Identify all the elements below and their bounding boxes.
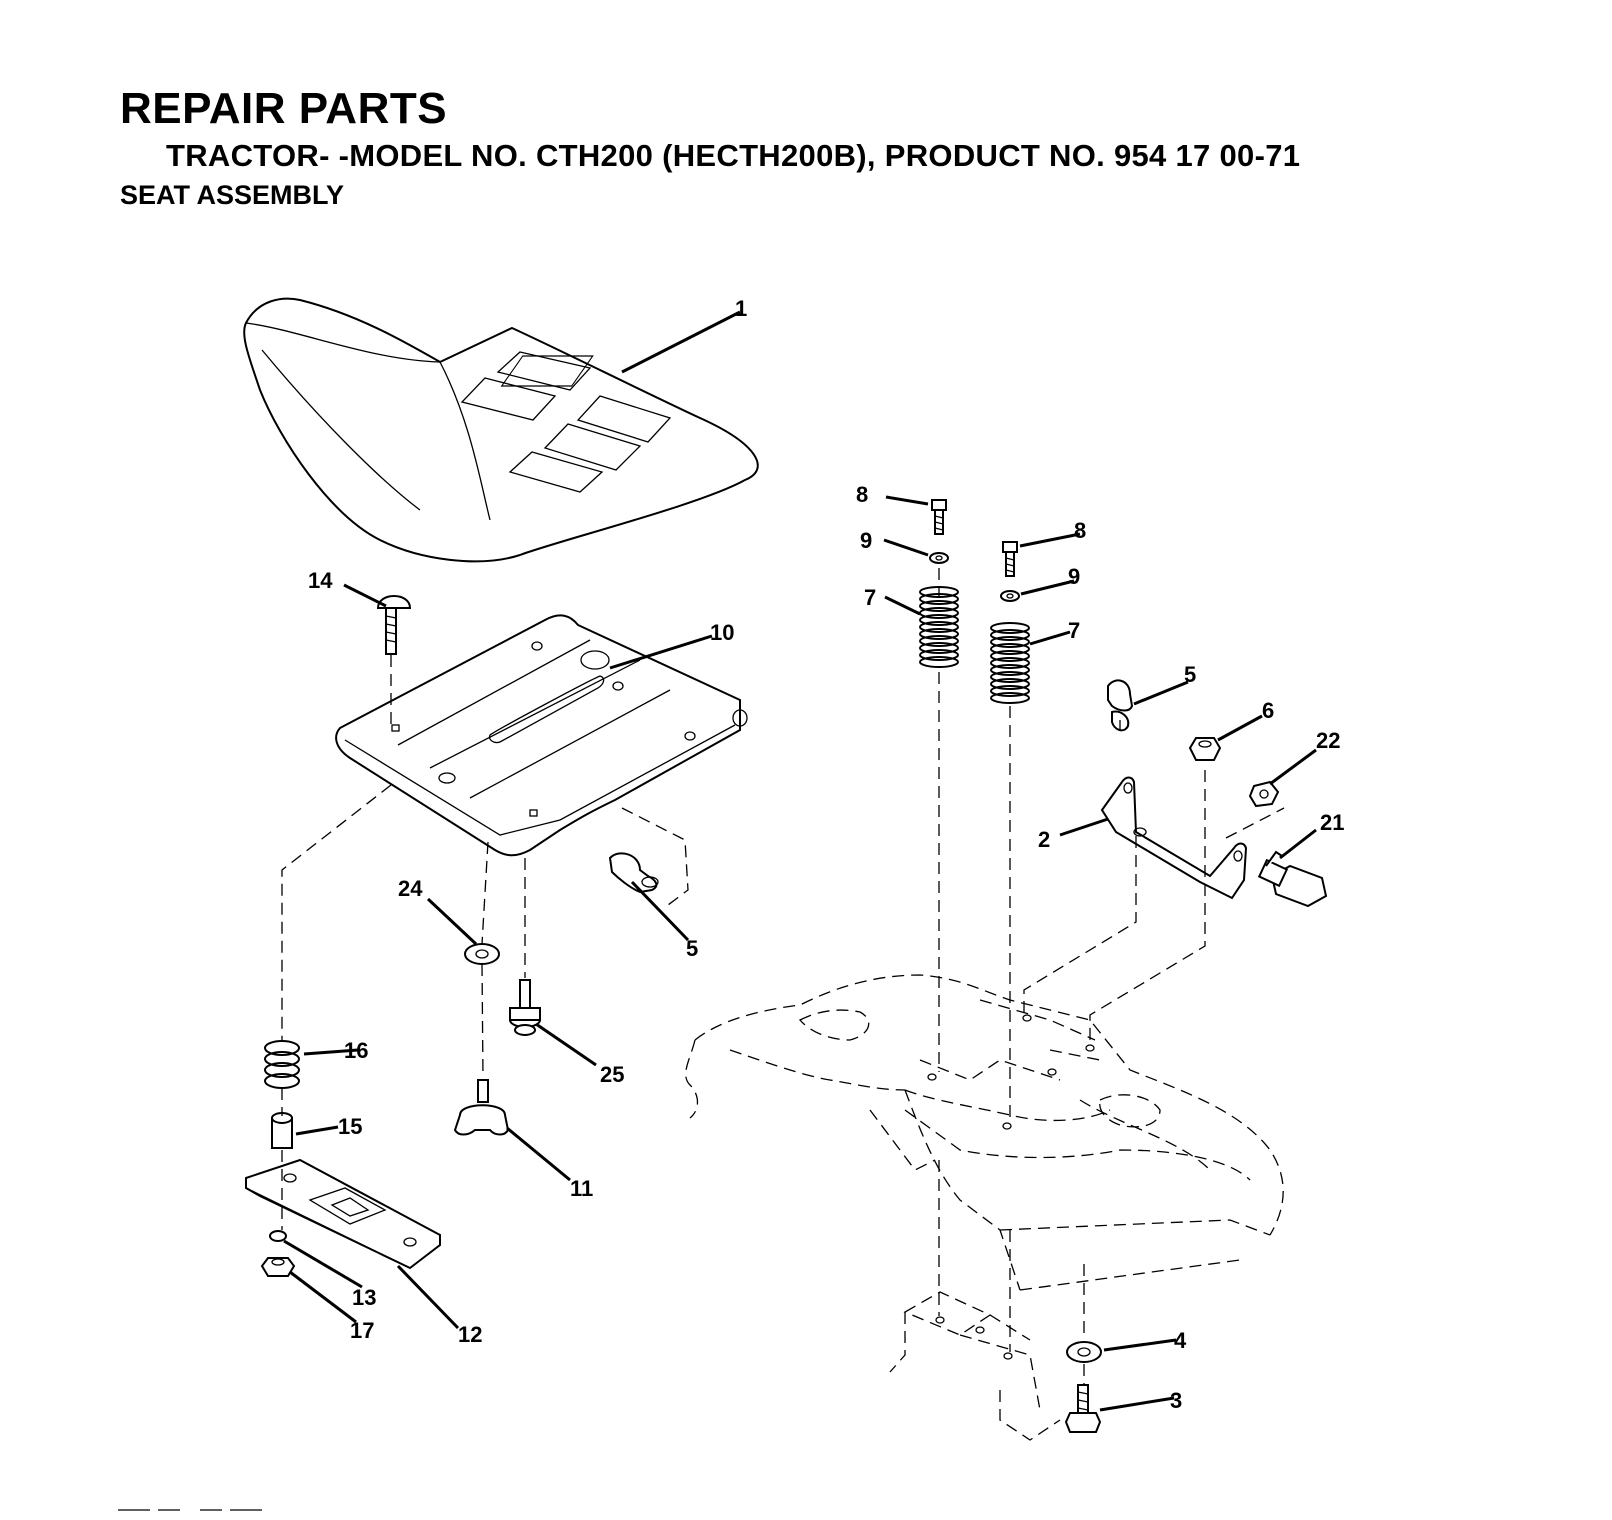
callout-9-left: 9 [860,528,872,553]
model-subtitle: TRACTOR- -MODEL NO. CTH200 (HECTH200B), … [166,138,1301,173]
section-title: SEAT ASSEMBLY [120,180,345,210]
callout-8-right: 8 [1074,518,1086,543]
adjustment-knob-part [453,1079,510,1136]
callout-11: 11 [570,1176,593,1201]
callout-16: 16 [344,1038,368,1063]
callout-12: 12 [458,1322,482,1347]
lock-washer-part [1000,590,1020,602]
callout-14: 14 [308,568,333,593]
callout-5-right: 5 [1184,662,1196,687]
hex-bolt-part [931,499,947,535]
callout-8-left: 8 [856,482,868,507]
seat-spring-part [990,622,1030,704]
shoulder-bolt-part [1257,850,1328,908]
hex-nut-part [1188,737,1222,761]
page-title: REPAIR PARTS [120,84,448,133]
callout-21: 21 [1320,810,1344,835]
callout-6: 6 [1262,698,1274,723]
flange-nut-part [1248,780,1280,808]
callout-3: 3 [1170,1388,1182,1413]
callout-10: 10 [710,620,734,645]
slide-plate-part [245,1158,441,1270]
hex-nut-part [260,1257,296,1277]
spring-part [264,1040,300,1089]
hex-bolt-part [1002,541,1018,577]
lock-washer-part [269,1230,287,1242]
retainer-clip-part [608,852,659,894]
flat-washer-part [464,943,500,965]
callout-labels: 1 2 3 4 5 5 6 7 7 8 8 9 9 10 11 12 13 14… [308,296,1344,1413]
tractor-frame-outline [685,974,1284,1441]
callout-22: 22 [1316,728,1340,753]
seat-pan-part [335,614,748,857]
seat-part [243,297,759,563]
callout-24: 24 [398,876,423,901]
spacer-part [271,1112,293,1149]
callout-17: 17 [350,1318,374,1343]
callout-1: 1 [735,296,747,321]
flat-washer-part [1066,1341,1102,1363]
seat-spring-part [919,586,959,668]
hex-bolt-part [1064,1384,1102,1433]
shoulder-bolt-part [509,979,541,1036]
callout-7-right: 7 [1068,618,1080,643]
callout-4: 4 [1174,1328,1187,1353]
callout-7-left: 7 [864,585,876,610]
callout-5-left: 5 [686,936,698,961]
callout-leaders [283,310,1317,1412]
assembly-centerlines [281,568,1285,1384]
callout-25: 25 [600,1062,624,1087]
lock-washer-part [929,552,949,564]
callout-15: 15 [338,1114,362,1139]
callout-9-right: 9 [1068,564,1080,589]
callout-13: 13 [352,1285,376,1310]
callout-2: 2 [1038,827,1050,852]
seat-bracket-part [1100,776,1248,900]
